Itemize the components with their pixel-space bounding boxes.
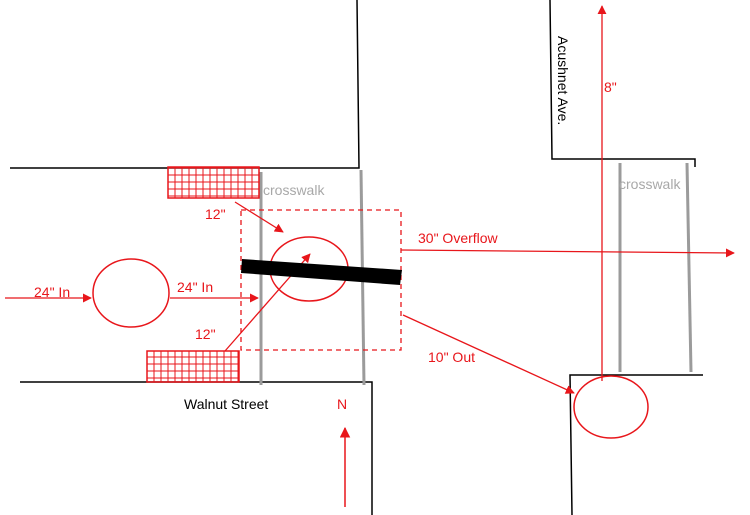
curb-acushnet-left-upper xyxy=(549,0,696,167)
crosswalk-lines xyxy=(259,162,693,386)
acushnet-ave-label: Acushnet Ave. xyxy=(555,36,571,125)
north-label: N xyxy=(337,396,347,412)
pipe-12-top xyxy=(234,201,284,233)
weir-bar xyxy=(241,259,402,285)
pipe-8-label: 8" xyxy=(604,79,617,95)
curb-acushnet-left-lower xyxy=(569,374,703,515)
overflow-label: 30" Overflow xyxy=(418,230,499,246)
crosswalk-line xyxy=(685,162,693,373)
pipe-24-in-mid-label: 24" In xyxy=(177,279,213,295)
curb-top-left xyxy=(10,0,360,169)
curb-lines xyxy=(10,0,703,515)
pipe-30-overflow xyxy=(400,248,735,258)
diversion-structure-outline xyxy=(240,209,402,351)
pipe-10-out xyxy=(402,314,575,394)
out-10-label: 10" Out xyxy=(428,349,475,365)
pipe-12-top-label: 12" xyxy=(205,206,226,222)
manhole-left xyxy=(92,258,170,328)
walnut-street-label: Walnut Street xyxy=(184,396,268,412)
crosswalk-label-left: crosswalk xyxy=(263,182,325,198)
pipe-24-in-left-label: 24" In xyxy=(34,284,70,300)
catch-basin-grate-bottom xyxy=(146,350,240,383)
flow-pipes xyxy=(5,5,735,394)
pipe-12-bottom-label: 12" xyxy=(195,326,216,342)
manhole-right xyxy=(573,375,649,439)
catch-basin-grate-top xyxy=(167,166,260,199)
curb-bottom-left xyxy=(20,381,373,515)
crosswalk-label-right: crosswalk xyxy=(619,176,681,192)
